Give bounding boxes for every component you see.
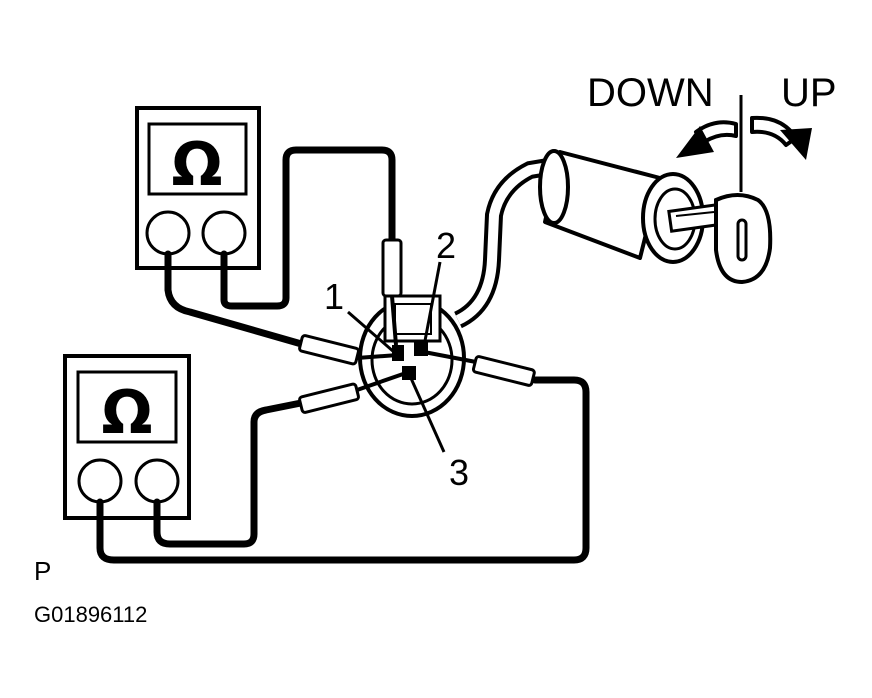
terminal-3 <box>402 366 416 380</box>
pin-leaders <box>347 261 446 453</box>
arrow-up-icon <box>750 115 812 160</box>
key-cylinder-icon <box>538 149 705 264</box>
down-label: DOWN <box>587 71 714 115</box>
terminal-1 <box>392 345 404 361</box>
pin-1-label: 1 <box>324 276 344 317</box>
meter-jack-left-upper <box>145 210 191 256</box>
test-leads <box>96 146 590 564</box>
ohmmeter-lower: Ω <box>63 354 191 520</box>
arrow-down-icon <box>676 120 738 158</box>
meter-jack-right-upper <box>201 210 247 256</box>
ohm-symbol-upper: Ω <box>171 130 222 200</box>
pin-3-label: 3 <box>449 452 469 493</box>
figure-code: G01896112 <box>34 602 147 627</box>
ohm-symbol-lower: Ω <box>101 378 152 448</box>
probes <box>298 238 536 414</box>
up-label: UP <box>781 71 837 115</box>
pin-2-label: 2 <box>436 225 456 266</box>
key-icon <box>667 193 773 285</box>
meter-jack-left-lower <box>77 458 123 504</box>
harness <box>453 156 562 329</box>
panel-marker: P <box>34 556 51 586</box>
ohmmeter-upper: Ω <box>135 106 261 270</box>
meter-jack-right-lower <box>134 458 180 504</box>
